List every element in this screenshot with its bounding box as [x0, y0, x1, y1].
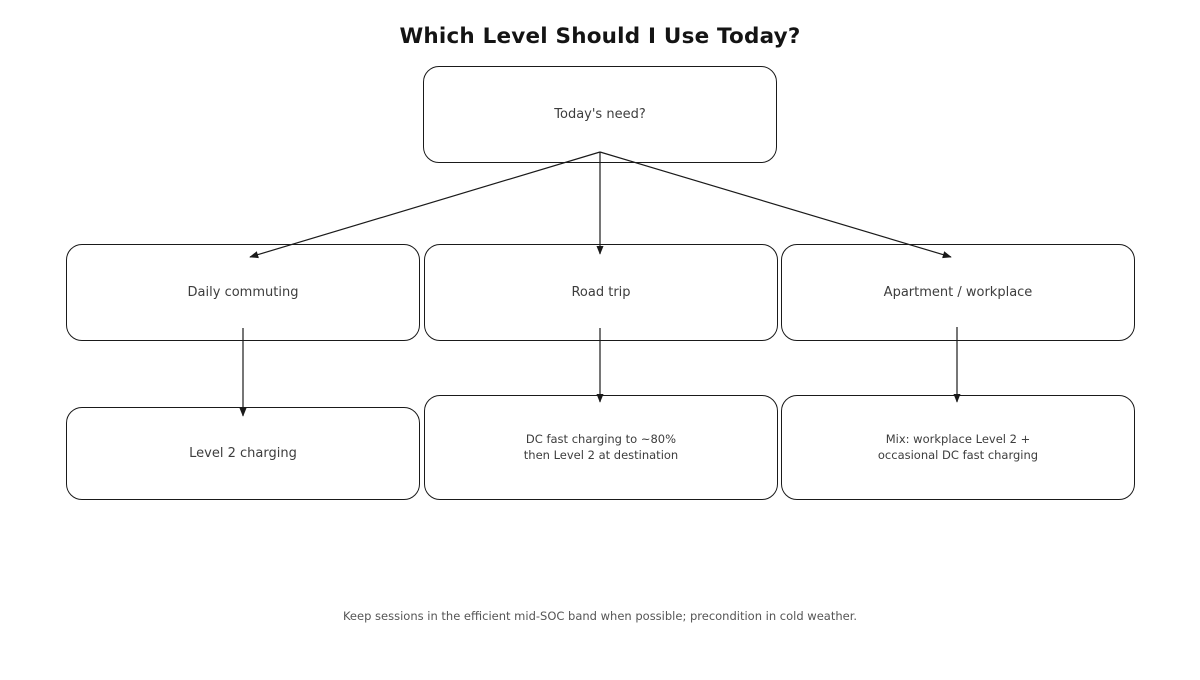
node-label: DC fast charging to ~80% then Level 2 at…: [523, 432, 679, 462]
node-daily-commuting: Daily commuting: [66, 244, 420, 341]
edge-root-apartment: [599, 151, 952, 259]
diagram-title: Which Level Should I Use Today?: [399, 24, 801, 49]
node-label: Today's need?: [554, 106, 646, 122]
node-apartment-workplace: Apartment / workplace: [781, 244, 1135, 341]
node-dc-fast-then-level-2: DC fast charging to ~80% then Level 2 at…: [424, 395, 778, 500]
node-mix-workplace-dc: Mix: workplace Level 2 + occasional DC f…: [781, 395, 1135, 500]
edge-root-daily: [249, 151, 601, 259]
node-road-trip: Road trip: [424, 244, 778, 341]
node-label: Mix: workplace Level 2 + occasional DC f…: [877, 432, 1039, 462]
node-label: Level 2 charging: [189, 445, 297, 461]
node-level-2-charging: Level 2 charging: [66, 407, 420, 500]
node-label: Apartment / workplace: [883, 284, 1033, 300]
node-label: Daily commuting: [187, 284, 299, 300]
node-todays-need: Today's need?: [423, 66, 777, 163]
footer-note: Keep sessions in the efficient mid-SOC b…: [342, 609, 858, 623]
node-label: Road trip: [571, 284, 631, 300]
